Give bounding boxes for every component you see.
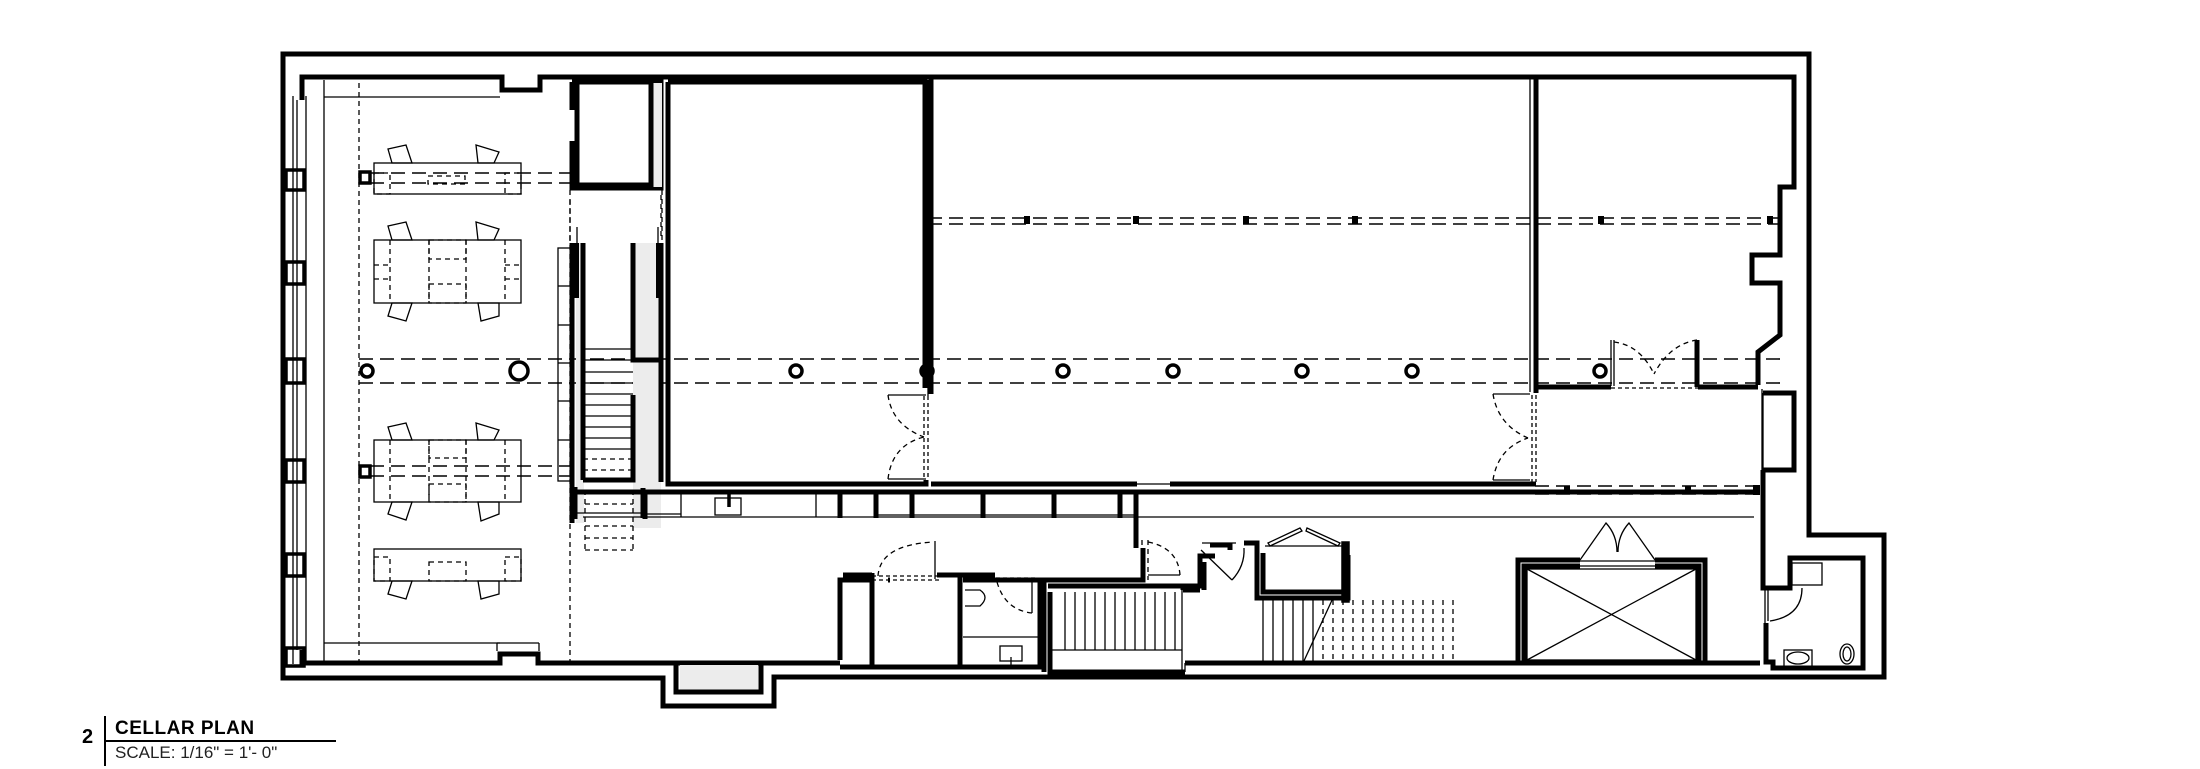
toilet-icon bbox=[965, 589, 986, 607]
drawing-title: CELLAR PLAN bbox=[115, 718, 255, 739]
service-counter-strip bbox=[572, 489, 1759, 548]
corridor-walls bbox=[1040, 538, 1186, 672]
figure-number: 2 bbox=[82, 726, 94, 748]
stair-3-and-shaft bbox=[1183, 527, 1454, 664]
room-b bbox=[931, 77, 1539, 487]
stair-2 bbox=[1047, 553, 1215, 675]
elevator-shaft bbox=[1515, 521, 1760, 666]
restroom-lower-left bbox=[837, 541, 1043, 670]
lower-inner-wall bbox=[663, 660, 1520, 695]
restroom-lower-right bbox=[1760, 555, 1866, 671]
dining-table-4 bbox=[373, 548, 522, 600]
dining-zone-outline bbox=[358, 83, 662, 663]
title-rule bbox=[104, 740, 336, 742]
stair-treads-1 bbox=[583, 348, 633, 471]
drawing-title-block: 2 CELLAR PLAN SCALE: 1/16" = 1'- 0" bbox=[80, 716, 360, 766]
window-wall-left bbox=[284, 80, 540, 668]
utility-sink-icon bbox=[1791, 562, 1823, 586]
room-c bbox=[1536, 339, 1797, 580]
outer-wall bbox=[280, 51, 1887, 709]
room-a bbox=[665, 77, 934, 487]
stair-core bbox=[557, 79, 664, 551]
dining-table-2 bbox=[373, 221, 522, 322]
inner-perimeter-wall bbox=[299, 74, 1797, 666]
round-columns bbox=[359, 360, 1608, 382]
lavatory-icon bbox=[1783, 649, 1813, 668]
dining-table-1 bbox=[373, 144, 522, 195]
beam-lines-left bbox=[358, 170, 570, 479]
toilet-icon bbox=[1839, 643, 1855, 665]
drawing-scale: SCALE: 1/16" = 1'- 0" bbox=[115, 743, 278, 762]
beam-line-upper bbox=[928, 216, 1780, 225]
dining-table-3 bbox=[373, 422, 522, 522]
